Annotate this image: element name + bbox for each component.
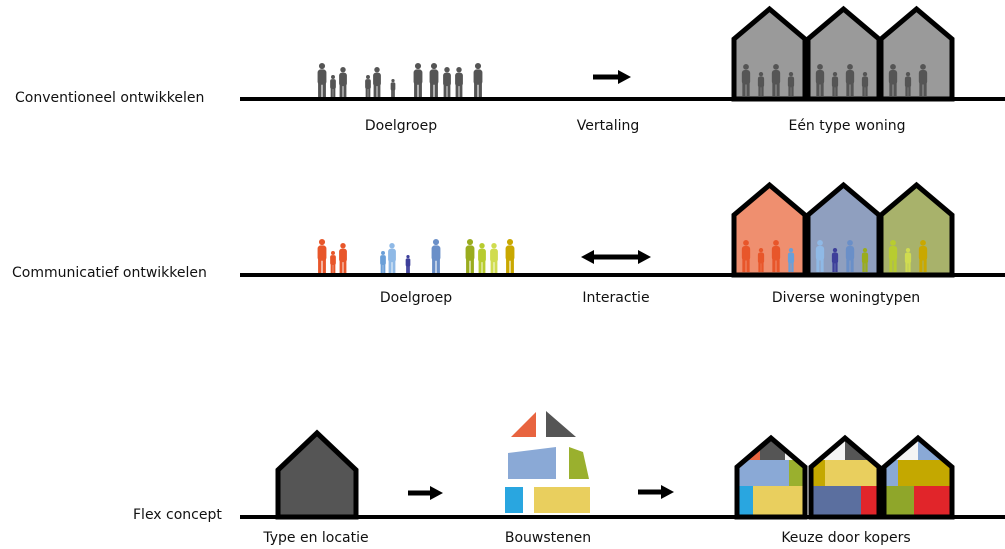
person-silhouette (845, 240, 855, 272)
person-silhouette (904, 248, 912, 272)
person-silhouette (741, 240, 751, 272)
block-gray-triangle (546, 411, 576, 437)
building-blocks (505, 411, 590, 513)
diverse-housing-types (731, 181, 955, 278)
flex-arrow-2 (638, 485, 674, 499)
caption-translation: Vertaling (576, 118, 640, 134)
person-silhouette (455, 67, 463, 97)
person-silhouette (317, 62, 327, 97)
person-silhouette (388, 243, 396, 273)
person-silhouette (317, 239, 327, 273)
person-silhouette (815, 240, 825, 272)
person-silhouette (339, 243, 347, 273)
person-silhouette (413, 62, 423, 97)
child-silhouette (330, 75, 336, 97)
caption-buyer-choice: Keuze door kopers (781, 530, 911, 546)
person-silhouette (443, 67, 451, 97)
person-silhouette (831, 248, 839, 272)
house-2 (805, 5, 882, 102)
person-silhouette (473, 62, 483, 97)
block-olive-piece (569, 447, 589, 479)
child-silhouette (787, 72, 795, 96)
person-silhouette (429, 62, 439, 97)
row-title-communicative: Communicatief ontwikkelen (12, 265, 207, 281)
caption-diverse-types: Diverse woningtypen (771, 290, 921, 306)
buyer-house-2 (811, 438, 879, 517)
single-type-houses (731, 5, 955, 102)
person-silhouette (478, 243, 486, 273)
house-1 (731, 181, 808, 278)
person-silhouette (465, 239, 475, 273)
house-2 (805, 181, 882, 278)
person-silhouette (771, 63, 781, 96)
block-orange-triangle (511, 412, 536, 437)
person-silhouette (918, 63, 928, 96)
person-silhouette (904, 72, 912, 96)
block-cyan (505, 487, 523, 513)
child-silhouette (330, 251, 336, 273)
child-silhouette (787, 248, 795, 272)
child-silhouette (405, 255, 411, 273)
house-3 (878, 5, 955, 102)
child-silhouette (757, 72, 765, 96)
person-silhouette (815, 63, 825, 96)
person-silhouette (861, 72, 869, 96)
row-title-conventional: Conventioneel ontwikkelen (15, 90, 205, 106)
row-title-flex: Flex concept (133, 507, 222, 523)
translation-arrow (593, 70, 631, 84)
house-1 (731, 5, 808, 102)
child-silhouette (365, 75, 371, 97)
row-communicative (240, 181, 1005, 278)
flex-arrow-1 (408, 486, 443, 500)
caption-target-group: Doelgroep (379, 290, 453, 306)
caption-type-location: Type en locatie (263, 530, 369, 546)
house-3 (878, 181, 955, 278)
buyer-house-1 (737, 438, 805, 517)
caption-interaction: Interactie (582, 290, 650, 306)
person-silhouette (861, 248, 869, 272)
child-silhouette (390, 79, 396, 97)
buyer-choice-houses (734, 434, 955, 520)
person-silhouette (505, 239, 515, 273)
row-conventional (240, 5, 1005, 102)
block-blue-trapezoid (508, 447, 556, 479)
person-silhouette (888, 63, 898, 96)
person-silhouette (339, 67, 347, 97)
person-silhouette (918, 240, 928, 272)
person-silhouette (831, 72, 839, 96)
person-silhouette (741, 63, 751, 96)
type-and-location-house (275, 429, 359, 520)
caption-building-blocks: Bouwstenen (504, 530, 592, 546)
target-group-people (317, 62, 483, 97)
child-silhouette (380, 251, 386, 273)
person-silhouette (771, 240, 781, 272)
interaction-double-arrow (581, 250, 651, 264)
person-silhouette (845, 63, 855, 96)
caption-target-group: Doelgroep (364, 118, 438, 134)
buyer-house-3 (884, 438, 952, 517)
row-flex-concept (240, 411, 1005, 520)
person-silhouette (888, 240, 898, 272)
person-silhouette (431, 239, 441, 273)
block-yellow (534, 487, 590, 513)
caption-single-type-house: Eén type woning (788, 118, 906, 134)
child-silhouette (757, 248, 765, 272)
target-group-people (317, 239, 515, 273)
person-silhouette (373, 67, 381, 97)
person-silhouette (490, 243, 498, 273)
